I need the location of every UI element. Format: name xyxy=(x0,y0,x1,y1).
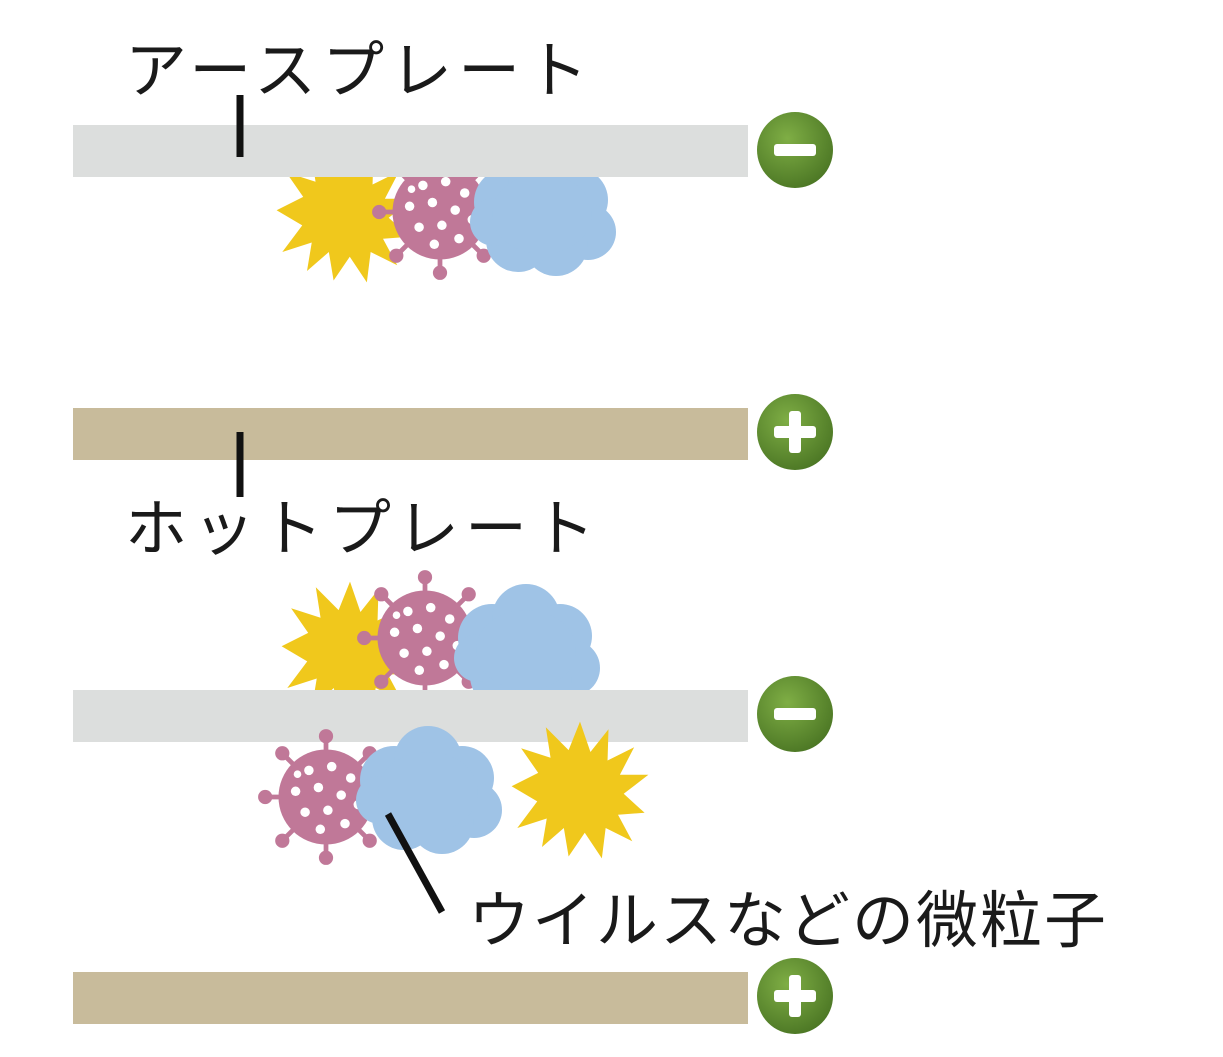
plus-terminal-icon xyxy=(757,394,833,470)
plus-terminal-icon xyxy=(757,958,833,1034)
dust-cloud-icon xyxy=(356,726,502,854)
earth-plate-label: アースプレート xyxy=(125,34,594,107)
earth-plate-top xyxy=(73,125,748,177)
hot-plate-bottom xyxy=(73,972,748,1024)
pollen-icon xyxy=(511,721,649,859)
minus-terminal-icon xyxy=(757,676,833,752)
particles-label: ウイルスなどの微粒子 xyxy=(468,884,1108,957)
particles-leader-line xyxy=(384,812,446,914)
minus-terminal-icon xyxy=(757,112,833,188)
hot-plate-top xyxy=(73,408,748,460)
hot-plate-label: ホットプレート xyxy=(125,492,601,565)
